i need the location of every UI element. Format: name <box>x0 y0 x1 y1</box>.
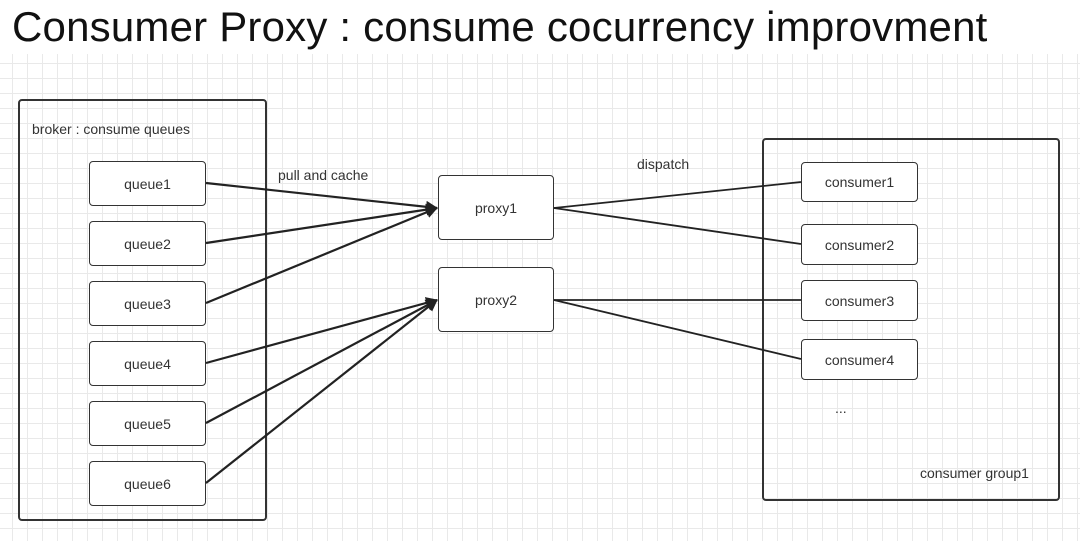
consumer-node-1: consumer1 <box>801 162 918 202</box>
queue-node-5: queue5 <box>89 401 206 446</box>
dispatch-label: dispatch <box>637 156 690 172</box>
consumer-node-4: consumer4 <box>801 339 918 380</box>
pull-and-cache-label: pull and cache <box>278 167 369 183</box>
queue-node-1: queue1 <box>89 161 206 206</box>
broker-label: broker : consume queues <box>32 121 190 137</box>
proxy-node-1: proxy1 <box>438 175 554 240</box>
consumer-node-2: consumer2 <box>801 224 918 265</box>
proxy-node-2: proxy2 <box>438 267 554 332</box>
diagram-title: Consumer Proxy : consume cocurrency impr… <box>12 3 988 50</box>
queue-node-2: queue2 <box>89 221 206 266</box>
consumer-node-3: consumer3 <box>801 280 918 321</box>
consumer-group-label: consumer group1 <box>920 465 1029 481</box>
more-consumers-ellipsis: ... <box>835 400 847 416</box>
queue-node-4: queue4 <box>89 341 206 386</box>
queue-node-6: queue6 <box>89 461 206 506</box>
queue-node-3: queue3 <box>89 281 206 326</box>
